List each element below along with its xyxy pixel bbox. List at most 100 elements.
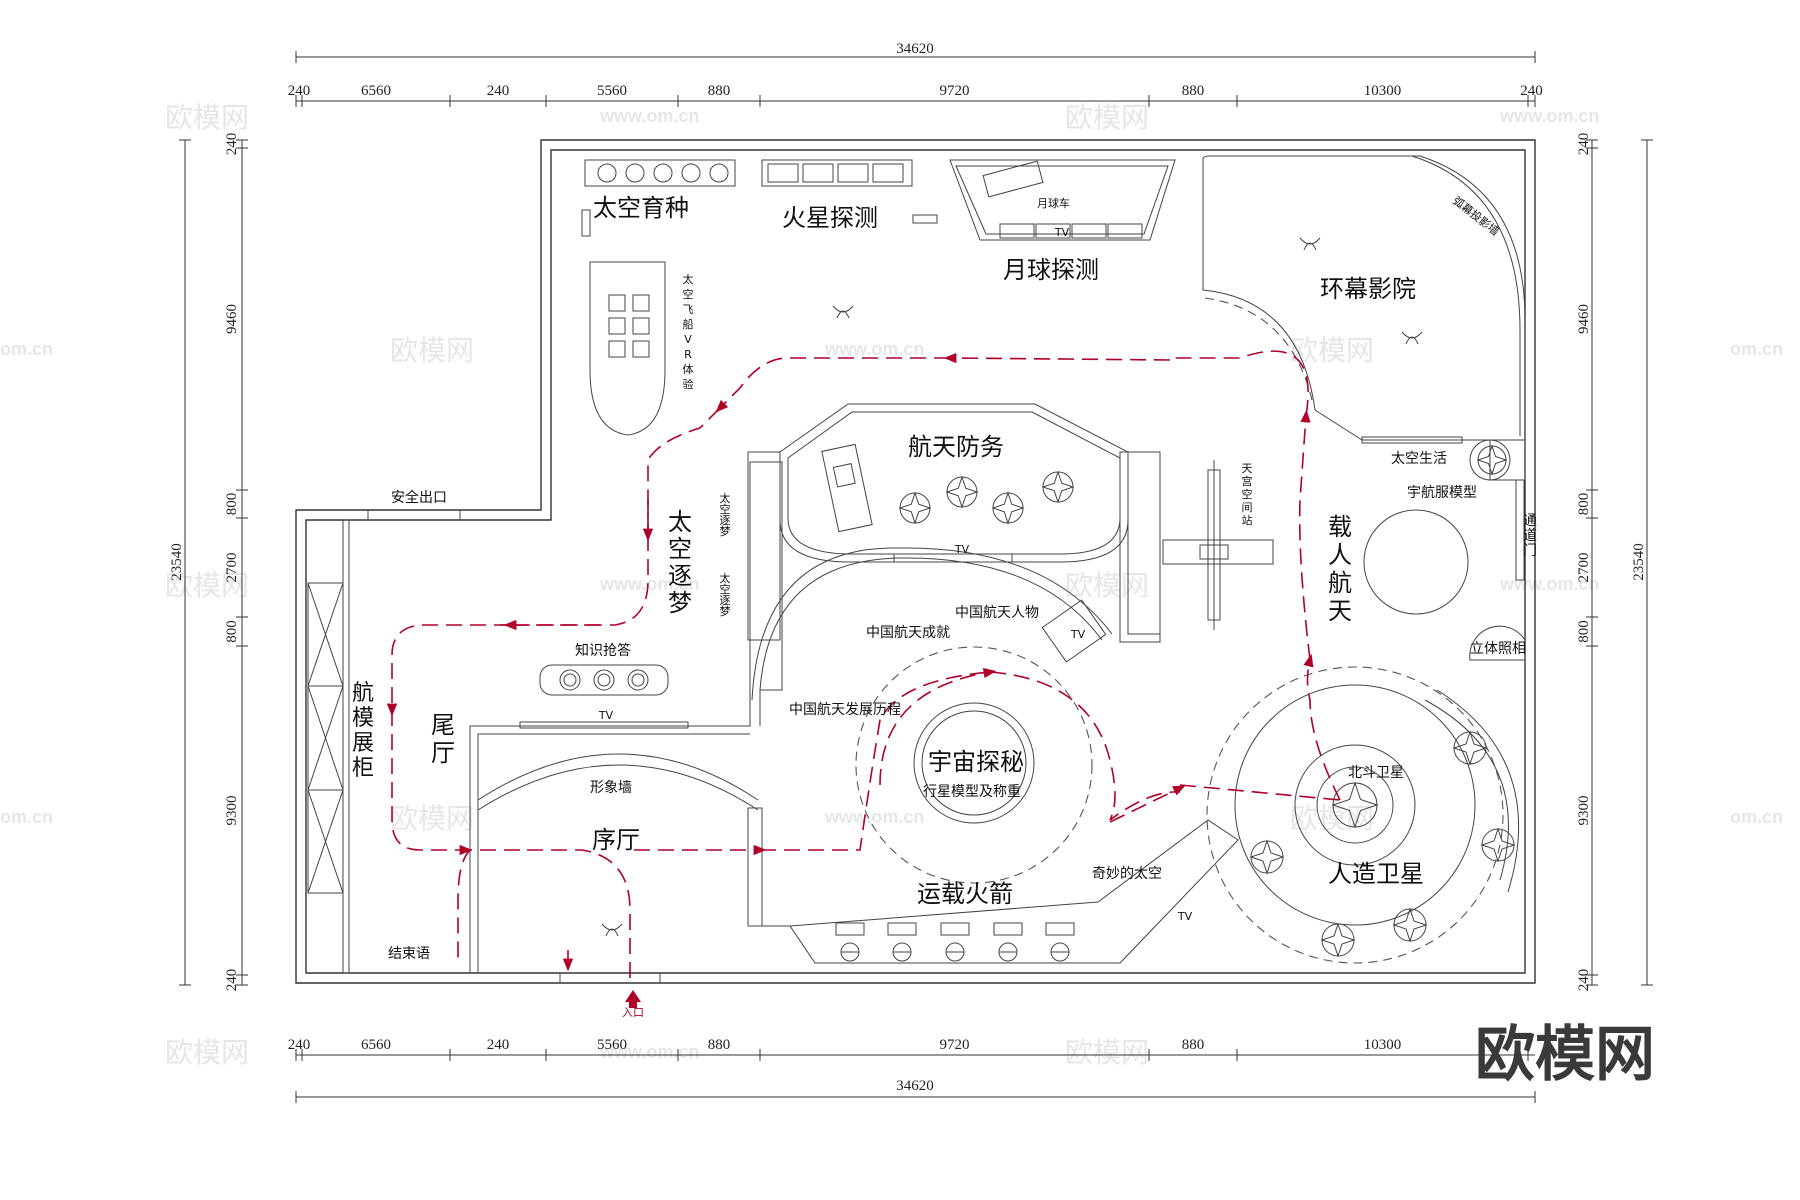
dim-segment: 6560 [361,83,391,99]
svg-text:空: 空 [1242,487,1253,501]
small-labels: 月球车 TV TV TV TV TV 太空生活 宇航服模型 立体照相 安全出口 … [388,193,1537,962]
svg-text:空: 空 [668,535,692,563]
zone-universe[interactable]: 宇宙探秘 [928,748,1024,776]
watermark-url: www.om.cn [599,106,699,126]
exhibit-symbols [601,160,1516,958]
svg-text:逐: 逐 [668,562,692,590]
svg-text:V: V [684,333,692,346]
svg-text:空: 空 [720,502,731,516]
svg-text:逐: 逐 [720,514,731,527]
exhibit-model [945,475,979,509]
label-cn-history: 中国航天发展历程 [789,702,901,718]
watermark-brand: 欧模网 [1290,802,1374,835]
dim-segment: 240 [224,969,240,992]
dim-segment: 10300 [1364,1037,1402,1053]
dim-segment: 9300 [1576,796,1592,826]
entrance-marker[interactable]: 入口 [622,990,644,1019]
watermark-layer: 欧模网 欧模网 欧模网 欧模网 欧模网 欧模网 欧模网 欧模网 欧模网 欧模网 … [0,101,1783,1069]
exhibit-model [1249,839,1285,875]
visitor-route [386,350,1341,978]
zone-tail-hall: 尾厅 [431,711,455,767]
dim-segment: 880 [708,83,731,99]
interior-walls [307,155,1526,983]
label-weighing: 行星模型及称重 [923,784,1021,800]
dim-segment: 800 [224,493,240,516]
svg-text:梦: 梦 [668,589,692,617]
dim-segment: 800 [1576,620,1592,643]
zone-satellite[interactable]: 人造卫星 [1328,860,1424,888]
dim-segment: 880 [1182,1037,1205,1053]
zone-defense[interactable]: 航天防务 [908,433,1004,461]
entrance-label: 入口 [622,1006,644,1019]
label-cn-achievements: 中国航天成就 [866,625,950,641]
dim-segment: 5560 [597,1037,627,1053]
svg-text:门: 门 [1523,543,1537,559]
dim-segment: 880 [708,1037,731,1053]
watermark-brand: 欧模网 [1065,569,1149,602]
watermark-url: om.cn [0,807,53,827]
dim-segment: 240 [487,83,510,99]
svg-text:验: 验 [683,377,694,391]
svg-text:太: 太 [720,572,731,585]
exhibit-model [1320,922,1356,958]
dim-segment: 9460 [224,304,240,334]
svg-text:梦: 梦 [720,525,731,538]
zone-rocket[interactable]: 运载火箭 [917,880,1013,908]
label-beidou: 北斗卫星 [1348,765,1404,781]
label-spacesuit: 宇航服模型 [1407,485,1477,501]
dim-segment: 240 [1576,133,1592,156]
label-ending: 结束语 [388,946,430,962]
svg-text:天: 天 [1328,597,1352,625]
svg-text:载: 载 [1328,513,1352,541]
zone-dome-cinema[interactable]: 环幕影院 [1320,275,1416,303]
label-passage: 通道门 [1523,513,1537,559]
label-tv-defense: TV [954,543,970,556]
outer-walls [295,139,1536,984]
svg-text:空: 空 [683,287,694,301]
seat-icon [601,923,623,937]
dim-segment: 800 [224,620,240,643]
dim-total-height-right: 23540 [1631,543,1647,581]
exhibit-model [1041,470,1075,504]
dim-segment: 240 [224,133,240,156]
svg-text:模: 模 [352,706,374,731]
watermark-url: om.cn [1730,339,1783,359]
watermark-url: om.cn [1730,807,1783,827]
dim-segment: 5560 [597,83,627,99]
svg-text:航: 航 [1328,569,1352,597]
label-exit[interactable]: 安全出口 [391,489,447,506]
svg-text:道: 道 [1523,528,1537,544]
svg-text:通: 通 [1523,513,1537,529]
dim-segment: 880 [1182,83,1205,99]
zone-labels: 太空育种 火星探测 月球探测 环幕影院 航天防务 宇宙探秘 运载火箭 人造卫星 … [352,194,1424,908]
watermark-url: www.om.cn [1499,106,1599,126]
watermark-brand: 欧模网 [390,334,474,367]
svg-text:太: 太 [683,273,694,286]
zone-prelude-hall[interactable]: 序厅 [592,826,640,854]
exhibit-model [1476,444,1508,476]
label-knowledge-quiz[interactable]: 知识抢答 [575,642,631,659]
watermark-brand: 欧模网 [165,1036,249,1069]
zone-moon[interactable]: 月球探测 [1003,256,1099,284]
svg-text:尾: 尾 [431,711,455,739]
dim-segment: 2700 [1576,553,1592,583]
svg-text:体: 体 [683,362,694,376]
zone-mars[interactable]: 火星探测 [782,204,878,232]
svg-text:航: 航 [352,681,374,706]
svg-text:太: 太 [668,508,692,536]
watermark-brand: 欧模网 [165,569,249,602]
label-tv-tail: TV [598,709,614,722]
dim-segment: 9720 [940,1037,970,1053]
dim-segment: 9300 [224,796,240,826]
zone-space-breeding[interactable]: 太空育种 [593,194,689,222]
seat-icon [1401,331,1423,345]
svg-text:人: 人 [1328,541,1352,569]
